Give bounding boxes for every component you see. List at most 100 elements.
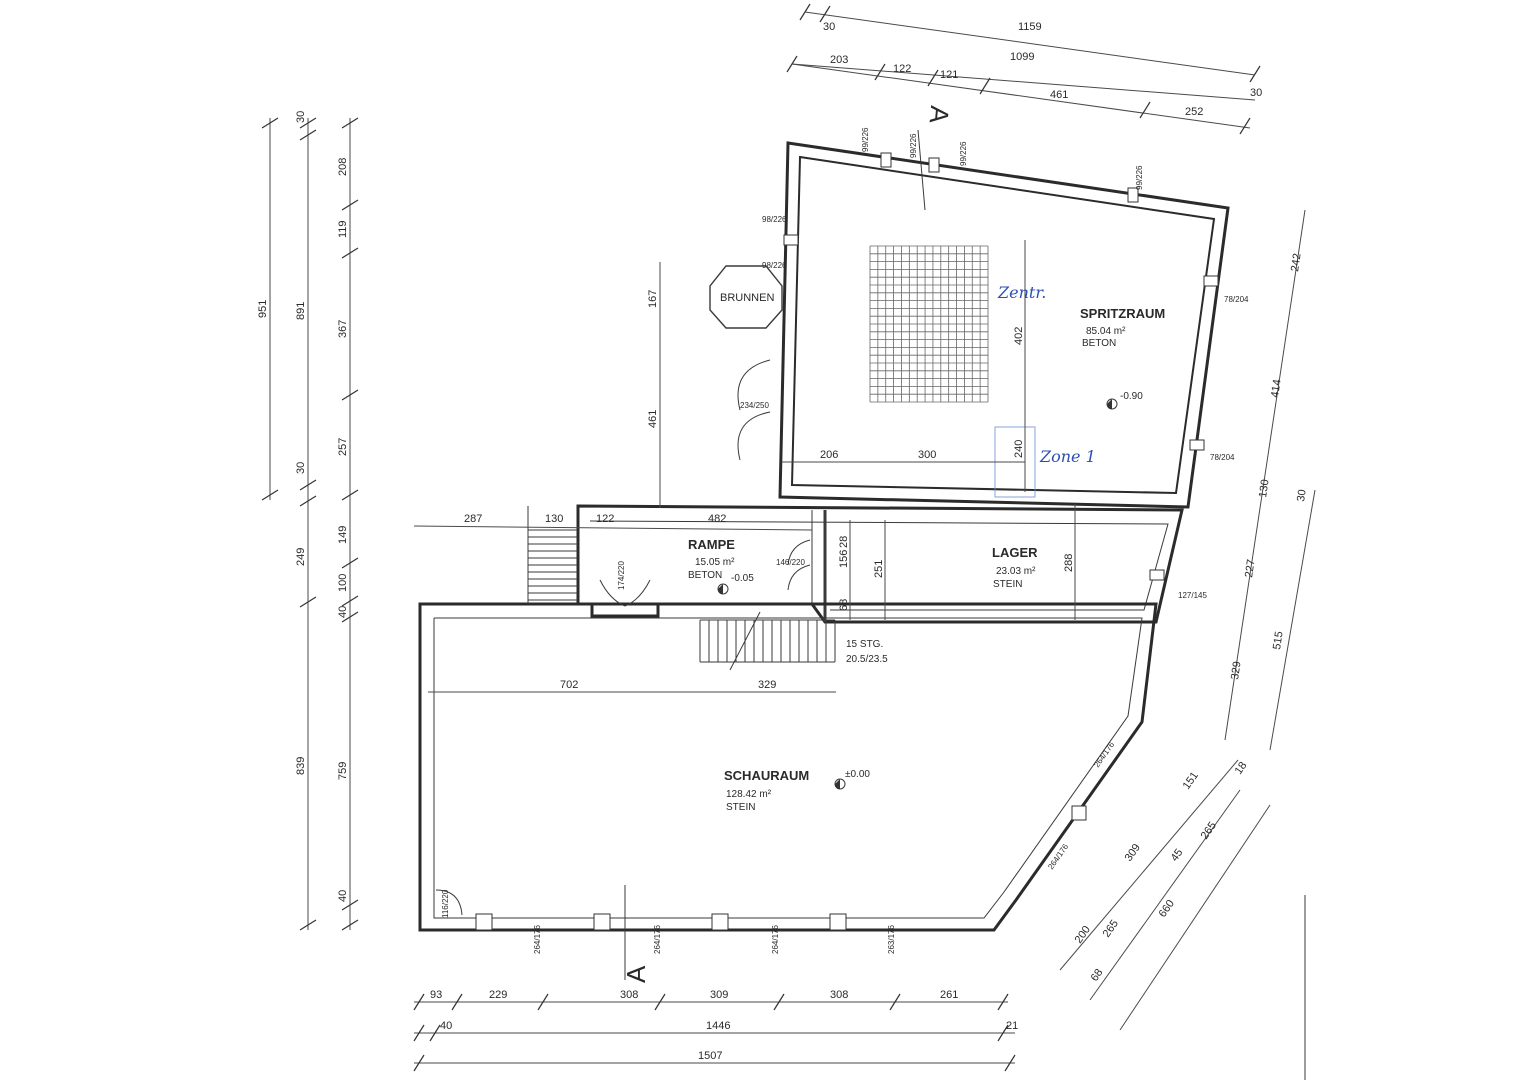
dim-bottom-8: 1446 bbox=[706, 1020, 730, 1032]
room-name: SPRITZRAUM bbox=[1080, 306, 1165, 321]
dim-right-16: 68 bbox=[1089, 967, 1106, 984]
dim-int-4: 130 bbox=[545, 513, 563, 525]
dim-right-11: 45 bbox=[1169, 847, 1186, 864]
level-markers bbox=[717, 398, 1118, 790]
dim-right-9: 18 bbox=[1233, 760, 1250, 777]
brunnen-label: BRUNNEN bbox=[720, 292, 774, 304]
spritzraum-inner-wall bbox=[790, 155, 1216, 495]
dim-left-6: 367 bbox=[337, 320, 349, 338]
dim-left-15: 40 bbox=[337, 890, 349, 902]
dim-int-14: 68 bbox=[838, 599, 850, 611]
dim-right-15: 660 bbox=[1157, 898, 1177, 920]
dim-top-4: 122 bbox=[893, 63, 911, 75]
dim-int-17: 329 bbox=[758, 679, 776, 691]
opening-1: 99/226 bbox=[861, 127, 870, 152]
room-area: 15.05 m² bbox=[695, 557, 735, 568]
handwritten-note-1: Zentr. bbox=[997, 283, 1046, 302]
dimension-lines-interior bbox=[413, 240, 1076, 693]
dim-right-13: 200 bbox=[1073, 924, 1093, 946]
room-floor: STEIN bbox=[993, 579, 1022, 590]
dim-left-1: 951 bbox=[257, 300, 269, 318]
dimension-ticks-top bbox=[786, 3, 1261, 135]
dim-bottom-7: 40 bbox=[440, 1020, 452, 1032]
dim-right-14: 265 bbox=[1101, 918, 1121, 940]
dim-int-11: 156 bbox=[838, 550, 850, 568]
rampe-lager-inner bbox=[589, 520, 1169, 611]
dim-left-13: 839 bbox=[295, 757, 307, 775]
dim-top-1: 30 bbox=[823, 21, 835, 33]
dim-bottom-1: 93 bbox=[430, 989, 442, 1001]
dim-int-7: 402 bbox=[1013, 327, 1025, 345]
dim-right-6: 515 bbox=[1271, 631, 1285, 651]
handwritten-note-2: Zone 1 bbox=[1039, 447, 1096, 466]
doors bbox=[435, 359, 811, 916]
dim-left-14: 759 bbox=[337, 762, 349, 780]
dim-right-7: 329 bbox=[1229, 661, 1243, 681]
dim-int-8: 206 bbox=[820, 449, 838, 461]
room-area: 128.42 m² bbox=[726, 789, 772, 800]
opening-3: 99/226 bbox=[959, 141, 968, 166]
dim-right-1: 242 bbox=[1289, 253, 1303, 273]
opening-16: 263/176 bbox=[887, 925, 896, 954]
room-area: 85.04 m² bbox=[1086, 326, 1126, 337]
dimension-lines-left bbox=[269, 118, 351, 930]
dimension-lines-right bbox=[1059, 209, 1316, 1031]
dim-top-5: 121 bbox=[940, 69, 958, 81]
opening-19: 264/176 bbox=[1046, 842, 1070, 871]
dim-int-12: 28 bbox=[838, 536, 850, 548]
section-line-top bbox=[917, 129, 926, 211]
brunnen-octagon bbox=[709, 265, 783, 329]
dim-int-16: 702 bbox=[560, 679, 578, 691]
spray-cabin-grid bbox=[869, 245, 989, 403]
spritzraum-windows bbox=[783, 152, 1219, 821]
dim-right-5: 227 bbox=[1243, 559, 1257, 579]
dimension-ticks-left bbox=[261, 117, 359, 931]
opening-8: 78/204 bbox=[1224, 295, 1249, 304]
dimension-lines-bottom bbox=[414, 1001, 1015, 1064]
opening-15: 264/176 bbox=[771, 925, 780, 954]
dim-left-3: 30 bbox=[295, 111, 307, 123]
dim-int-15: 288 bbox=[1063, 554, 1075, 572]
dim-bottom-5: 308 bbox=[830, 989, 848, 1001]
dim-right-3: 130 bbox=[1257, 479, 1271, 499]
room-lager: LAGER 23.03 m² STEIN bbox=[992, 545, 1038, 590]
room-name: SCHAURAUM bbox=[724, 768, 809, 783]
room-level: ±0.00 bbox=[845, 769, 870, 780]
stairs-count: 15 STG. bbox=[846, 639, 883, 650]
dim-left-12: 40 bbox=[337, 606, 349, 618]
dim-int-6: 482 bbox=[708, 513, 726, 525]
room-schauraum: SCHAURAUM 128.42 m² STEIN ±0.00 bbox=[724, 768, 870, 813]
schauraum-bottom-windows bbox=[475, 913, 847, 931]
opening-11: 174/220 bbox=[617, 561, 626, 590]
schauraum-outer-wall bbox=[418, 602, 1158, 932]
dim-int-13: 251 bbox=[873, 560, 885, 578]
dim-right-10: 309 bbox=[1123, 842, 1143, 864]
dim-bottom-6: 261 bbox=[940, 989, 958, 1001]
dim-left-11: 100 bbox=[337, 574, 349, 592]
dim-bottom-10: 1507 bbox=[698, 1050, 722, 1062]
dim-left-5: 119 bbox=[337, 220, 349, 238]
opening-10: 146/220 bbox=[776, 558, 805, 567]
dim-int-1: 167 bbox=[647, 290, 659, 308]
dim-top-7: 461 bbox=[1050, 89, 1068, 101]
dim-left-9: 149 bbox=[337, 526, 349, 544]
dim-int-5: 122 bbox=[596, 513, 614, 525]
room-floor: STEIN bbox=[726, 802, 755, 813]
stairs-ratio: 20.5/23.5 bbox=[846, 654, 888, 665]
dimension-lines-top bbox=[791, 11, 1256, 129]
dim-interior-texts: 167 461 287 130 122 482 402 206 300 240 … bbox=[464, 290, 1075, 691]
dim-bottom-9: 21 bbox=[1006, 1020, 1018, 1032]
dim-int-3: 287 bbox=[464, 513, 482, 525]
dim-bottom-2: 229 bbox=[489, 989, 507, 1001]
opening-7: 234/250 bbox=[740, 401, 769, 410]
room-level: -0.90 bbox=[1120, 391, 1143, 402]
dim-left-4: 208 bbox=[337, 158, 349, 176]
dim-right-8: 151 bbox=[1181, 770, 1201, 792]
dim-top-2: 1159 bbox=[1018, 21, 1042, 33]
dim-right-4: 30 bbox=[1295, 489, 1309, 503]
room-name: LAGER bbox=[992, 545, 1038, 560]
opening-6: 98/226 bbox=[762, 261, 787, 270]
room-floor: BETON bbox=[1082, 338, 1116, 349]
dim-int-2: 461 bbox=[647, 410, 659, 428]
